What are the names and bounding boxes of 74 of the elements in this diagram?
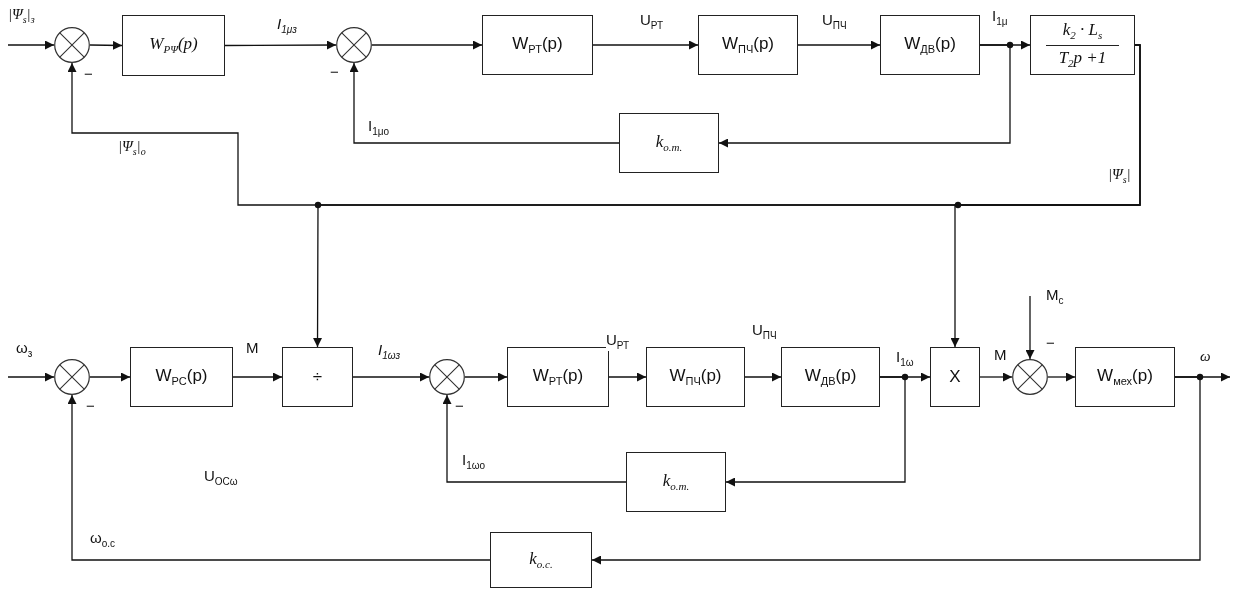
block-label: X [949,367,961,387]
signal-arrow [979,372,1013,382]
block-label: W$_{РТ}$(p) [532,366,584,388]
signal-label: U$_{РТ}$ [640,12,664,31]
summing-junction [429,359,465,395]
signal-label: I$_{1ω}$ [896,349,914,368]
signal-label: |Ψ$_{s}$| [1108,166,1131,185]
signal-label: I$_{1ωо}$ [462,452,486,471]
block-label: W$_{ПЧ}$(p) [721,34,775,56]
summing-junction [1012,359,1048,395]
signal-arrow [67,394,491,561]
block-label: k$_{о.т.}$ [662,471,690,493]
transfer-function-block [698,15,798,75]
transfer-function-block [482,15,593,75]
signal-arrow [224,40,337,50]
signal-arrow [232,372,283,382]
transfer-function-block [626,452,726,512]
block-label: k$_{о.т.}$ [655,132,683,154]
transfer-function-block [122,15,225,76]
transfer-function-block [781,347,880,407]
signal-label: U$_{ПЧ}$ [822,12,847,31]
signal-label: I$_{1μз}$ [277,16,297,35]
signal-arrow [442,394,627,483]
block-label: k$_{2}$ · L$_{s}$ [1062,21,1103,42]
signal-label: I$_{1μ}$ [992,8,1008,27]
signal-arrow [7,40,55,50]
summing-junction [54,359,90,395]
summing-junction [54,27,90,63]
signal-arrow [725,376,906,487]
block-label: ÷ [312,367,323,387]
transfer-function-block [930,347,980,407]
signal-arrow [352,372,430,382]
block-label: W$_{РС}$(p) [155,366,208,388]
block-label: W$_{ДВ}$(p) [804,366,857,388]
signal-arrow [1047,372,1076,382]
signal-arrow [591,376,1201,565]
transfer-function-block [490,532,592,588]
transfer-function-block [282,347,353,407]
signal-label: U$_{РТ}$ [606,332,630,351]
block-label: W$_{ПЧ}$(p) [669,366,722,388]
block-label: W$_{мех}$(p) [1097,366,1153,388]
signal-label: |Ψ$_{s}$|$_{о}$ [118,138,146,157]
signal-arrow [797,40,881,50]
block-label: W$_{РТ}$(p) [512,34,563,56]
block-label: W$_{PΨ}$(p) [149,35,198,56]
signal-arrow [464,372,508,382]
signal-arrow [89,372,131,382]
signal-arrow [89,40,123,50]
signal-arrow [371,40,483,50]
signal-label: I$_{1μо}$ [368,118,390,137]
signal-arrow [7,372,55,382]
summing-junction [336,27,372,63]
signal-label: U$_{ОСω}$ [204,468,238,487]
signal-label: I$_{1ωз}$ [378,342,401,361]
signal-arrow [950,44,1141,348]
signal-arrow [1025,295,1035,360]
transfer-function-block [507,347,609,407]
signal-arrow [744,372,782,382]
block-label: W$_{ДВ}$(p) [904,34,956,56]
transfer-function-block [646,347,745,407]
block-label: T$_{2}$p +1 [1058,48,1107,69]
transfer-function-block [880,15,980,75]
transfer-function-block [619,113,719,173]
signal-arrow [608,372,647,382]
transfer-function-block [130,347,233,407]
signal-label: U$_{ПЧ}$ [752,322,777,341]
signal-arrow [349,62,620,144]
signal-arrow [718,44,1011,148]
signal-label: M$_{с}$ [1046,287,1064,306]
transfer-function-block [1075,347,1175,407]
transfer-function-block [1030,15,1135,75]
signal-arrow [592,40,699,50]
signal-label: |Ψ$_{s}$|$_{з}$ [8,6,35,25]
block-label: k$_{о.с.}$ [529,549,553,571]
